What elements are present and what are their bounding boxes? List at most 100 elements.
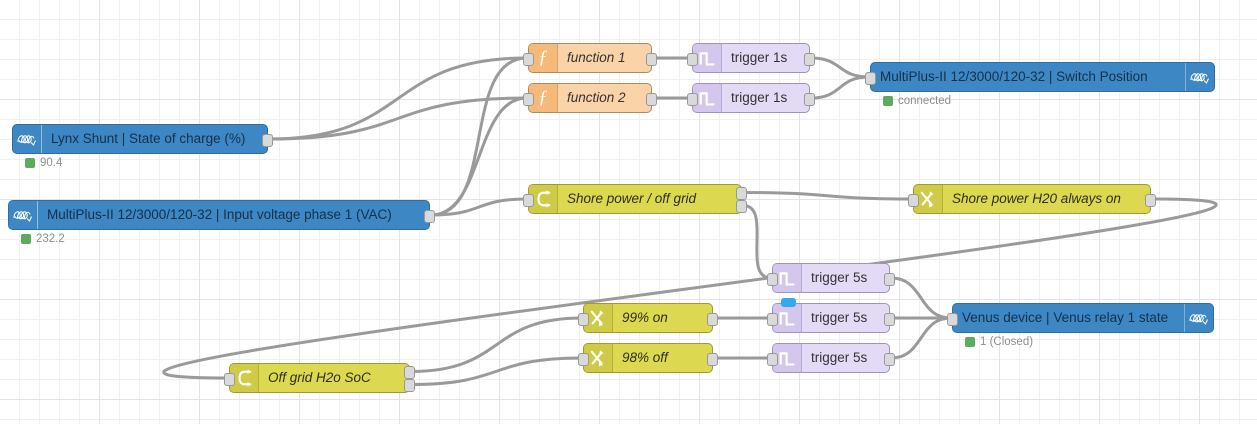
- node-output-port[interactable]: [804, 92, 815, 106]
- node-output-port[interactable]: [884, 312, 895, 326]
- node-output-port[interactable]: [404, 366, 415, 379]
- node-output-port[interactable]: [707, 352, 718, 366]
- wire-trigger-1s-a-to-multiplus-switch-position: [809, 56, 871, 79]
- node-input-port[interactable]: [767, 272, 778, 286]
- status-text: connected: [898, 95, 952, 107]
- node-off-grid-h2o-soc[interactable]: Off grid H2o SoC: [224, 363, 415, 393]
- wire-multiplus-input-voltage-to-function-2: [429, 96, 529, 217]
- node-input-port[interactable]: [687, 92, 698, 106]
- node-label: trigger 1s: [731, 50, 788, 65]
- change-shuffle-icon: [590, 350, 604, 367]
- node-input-port[interactable]: [767, 352, 778, 366]
- victron-logo-icon: [1190, 73, 1209, 84]
- change-shuffle-icon: [920, 191, 934, 208]
- node-output-port[interactable]: [646, 92, 657, 106]
- node-output-port[interactable]: [736, 187, 747, 200]
- node-lynx-shunt[interactable]: Lynx Shunt | State of charge (%): [12, 124, 273, 154]
- node-input-port[interactable]: [523, 193, 534, 207]
- node-status-venus-relay-1-state: 1 (Closed): [965, 336, 1033, 348]
- node-label: Shore power H20 always on: [952, 191, 1121, 206]
- node-output-port[interactable]: [707, 312, 718, 326]
- victron-logo-icon: [1184, 304, 1213, 332]
- node-label: Off grid H2o SoC: [268, 370, 371, 385]
- function-f-icon: ƒ: [538, 86, 548, 108]
- node-input-port[interactable]: [523, 52, 534, 66]
- node-label: Shore power / off grid: [567, 191, 697, 206]
- node-input-port[interactable]: [224, 372, 235, 386]
- node-input-port[interactable]: [523, 92, 534, 106]
- node-output-port[interactable]: [736, 200, 747, 213]
- wire-lynx-shunt-to-function-1: [267, 56, 529, 141]
- node-label: MultiPlus-II 12/3000/120-32 | Switch Pos…: [880, 69, 1148, 84]
- switch-branch-icon: [529, 185, 558, 213]
- node-label: trigger 1s: [731, 90, 788, 105]
- wire-lynx-shunt-to-function-2: [267, 96, 529, 141]
- victron-logo-icon: [1185, 63, 1214, 91]
- node-output-port[interactable]: [804, 52, 815, 66]
- node-shore-power-h20-always-on[interactable]: Shore power H20 always on: [908, 184, 1156, 214]
- node-input-port[interactable]: [578, 312, 589, 326]
- pulse-icon: [779, 351, 794, 366]
- node-multiplus-input-voltage[interactable]: MultiPlus-II 12/3000/120-32 | Input volt…: [8, 200, 435, 230]
- node-label: function 2: [567, 90, 626, 105]
- wire-off-grid-h2o-soc-to-pct-99-on: [409, 316, 584, 373]
- node-changed-indicator: [781, 298, 796, 307]
- status-text: 232.2: [36, 233, 65, 245]
- node-shore-power-off-grid[interactable]: Shore power / off grid: [523, 184, 747, 214]
- node-input-port[interactable]: [578, 352, 589, 366]
- status-text: 1 (Closed): [980, 336, 1034, 348]
- node-trigger-5s-c[interactable]: trigger 5s: [767, 343, 895, 373]
- status-dot-icon: [25, 158, 35, 168]
- node-label: function 1: [567, 50, 626, 65]
- node-input-port[interactable]: [908, 193, 919, 207]
- victron-logo-icon: [9, 201, 38, 229]
- wire-multiplus-input-voltage-to-shore-power-off-grid: [429, 197, 529, 217]
- node-input-port[interactable]: [865, 71, 876, 85]
- status-dot-icon: [883, 96, 893, 106]
- node-label: trigger 5s: [811, 270, 868, 285]
- node-pct-99-on[interactable]: 99% on: [578, 303, 718, 333]
- node-output-port[interactable]: [884, 352, 895, 366]
- node-output-port[interactable]: [1145, 193, 1156, 207]
- node-trigger-5s-a[interactable]: trigger 5s: [767, 263, 895, 293]
- change-shuffle-icon: [590, 310, 604, 327]
- function-f-icon: ƒ: [538, 46, 548, 68]
- node-input-port[interactable]: [767, 312, 778, 326]
- node-output-port[interactable]: [884, 272, 895, 286]
- node-output-port[interactable]: [404, 379, 415, 392]
- wire-shore-power-off-grid-to-trigger-5s-a: [741, 204, 773, 280]
- node-function-1[interactable]: ƒ function 1: [523, 43, 657, 73]
- wire-off-grid-h2o-soc-to-pct-98-off: [409, 356, 584, 386]
- wire-shore-power-off-grid-to-shore-power-h20-always-on: [741, 191, 914, 201]
- node-input-port[interactable]: [687, 52, 698, 66]
- node-output-port[interactable]: [262, 133, 273, 147]
- node-status-multiplus-switch-position: connected: [883, 95, 951, 107]
- node-trigger-1s-a[interactable]: trigger 1s: [687, 43, 815, 73]
- wire-trigger-5s-c-to-venus-relay-1-state: [889, 316, 953, 360]
- node-label: Lynx Shunt | State of charge (%): [51, 131, 246, 146]
- node-output-port[interactable]: [646, 52, 657, 66]
- victron-logo-icon: [13, 125, 42, 153]
- switch-branch-icon: [238, 369, 252, 387]
- node-label: 99% on: [622, 310, 668, 325]
- node-status-multiplus-input-voltage: 232.2: [21, 233, 65, 245]
- pulse-icon: [693, 84, 722, 112]
- node-pct-98-off[interactable]: 98% off: [578, 343, 718, 373]
- node-trigger-1s-b[interactable]: trigger 1s: [687, 83, 815, 113]
- switch-branch-icon: [537, 190, 551, 208]
- pulse-icon: [699, 51, 714, 66]
- node-status-lynx-shunt: 90.4: [25, 157, 62, 169]
- pulse-icon: [779, 311, 794, 326]
- node-function-2[interactable]: ƒ function 2: [523, 83, 657, 113]
- node-label: 98% off: [622, 350, 668, 365]
- victron-logo-icon: [1189, 314, 1208, 325]
- node-input-port[interactable]: [947, 312, 958, 326]
- node-output-port[interactable]: [424, 209, 435, 223]
- node-venus-relay-1-state[interactable]: Venus device | Venus relay 1 state: [947, 303, 1214, 333]
- status-text: 90.4: [40, 157, 63, 169]
- node-multiplus-switch-position[interactable]: MultiPlus-II 12/3000/120-32 | Switch Pos…: [865, 62, 1215, 92]
- node-label: trigger 5s: [811, 310, 868, 325]
- pulse-icon: [699, 91, 714, 106]
- node-trigger-5s-b[interactable]: trigger 5s: [767, 298, 895, 333]
